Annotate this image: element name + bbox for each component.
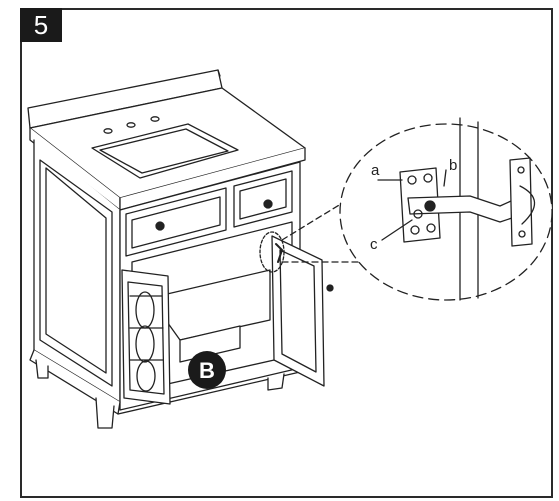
callout-a-label: a (371, 162, 380, 179)
hinge-highlight (259, 231, 285, 273)
callout-b-label: b (449, 157, 457, 174)
hinge-detail-bubble (339, 117, 553, 301)
left-door (121, 269, 171, 405)
vanity-countertop (27, 69, 306, 211)
vanity-drawers (125, 170, 293, 257)
callout-c-label: c (370, 236, 378, 253)
callout-b-leader (443, 169, 447, 187)
step-number: 5 (20, 8, 62, 42)
part-badge-b: B (188, 351, 226, 389)
right-door (271, 235, 334, 387)
callout-c-leader (381, 219, 413, 241)
part-badge-label: B (199, 358, 215, 383)
